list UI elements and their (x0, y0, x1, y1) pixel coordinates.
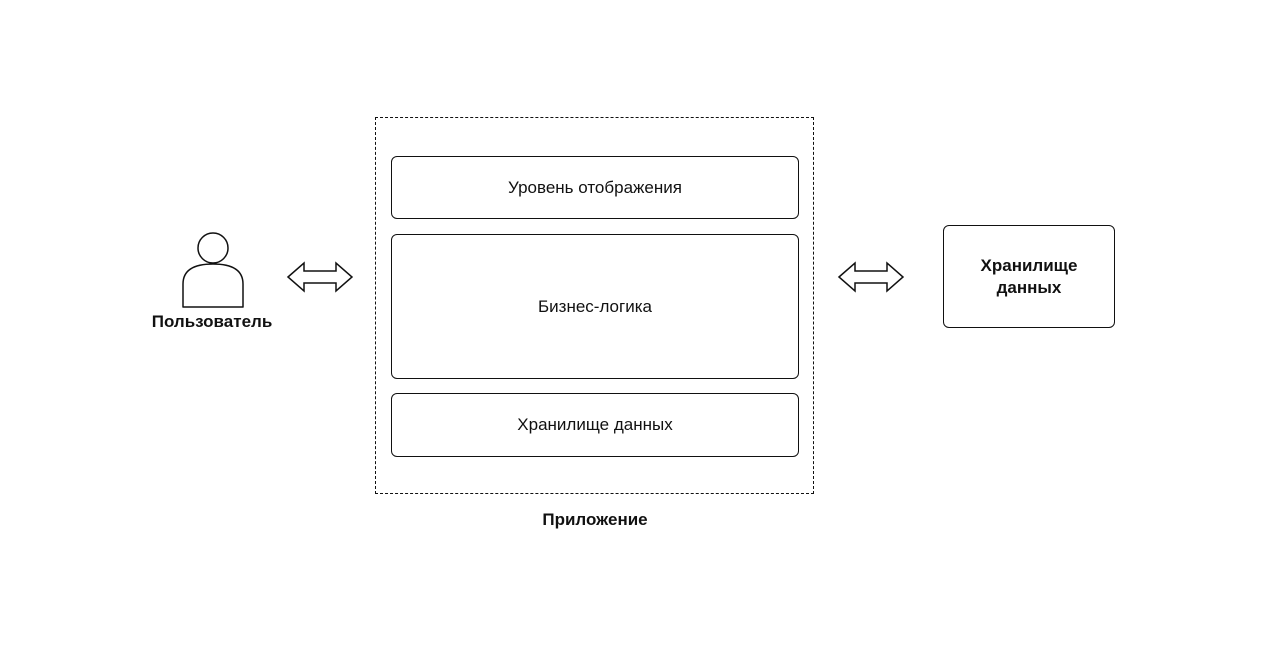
application-label: Приложение (542, 510, 648, 529)
data-storage-layer-label: Хранилище данных (517, 415, 673, 434)
external-data-store: Хранилище данных (943, 225, 1115, 328)
double-arrow-icon (286, 260, 354, 294)
presentation-layer: Уровень отображения (391, 156, 799, 219)
business-logic-layer-label: Бизнес-логика (538, 296, 652, 316)
presentation-layer-label: Уровень отображения (508, 177, 682, 197)
application-container (375, 117, 814, 494)
external-data-store-label: Хранилище данных (980, 255, 1078, 297)
user-label: Пользователь (151, 312, 273, 331)
business-logic-layer: Бизнес-логика (391, 234, 799, 379)
data-storage-layer: Хранилище данных (391, 393, 799, 457)
user-icon (180, 232, 246, 310)
double-arrow-icon (837, 260, 905, 294)
